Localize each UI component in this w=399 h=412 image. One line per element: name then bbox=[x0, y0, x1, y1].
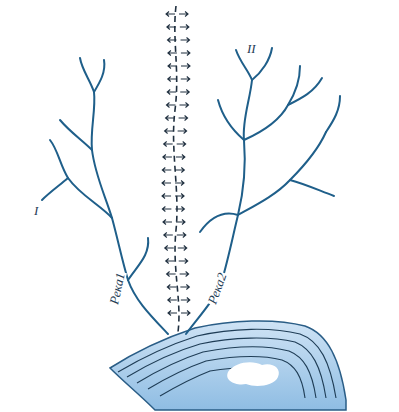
arrow-pair bbox=[162, 194, 184, 199]
arrow-pair bbox=[162, 181, 184, 186]
island bbox=[227, 362, 279, 386]
arrow-pair bbox=[166, 103, 188, 108]
arrow-pair bbox=[168, 51, 190, 56]
arrow-pair bbox=[168, 298, 190, 303]
arrow-pair bbox=[165, 129, 187, 134]
river-name: Река1 bbox=[107, 271, 127, 307]
river-name: Река2 bbox=[205, 270, 229, 306]
depth-contours bbox=[118, 329, 336, 398]
river-1 bbox=[42, 58, 168, 334]
arrow-pair bbox=[167, 272, 189, 277]
arrow-pair bbox=[163, 155, 185, 160]
roman-numeral: II bbox=[247, 42, 256, 55]
arrow-pair bbox=[168, 311, 190, 316]
roman-numeral: I bbox=[34, 204, 38, 217]
arrow-pair bbox=[167, 90, 189, 95]
watershed-line bbox=[174, 6, 179, 332]
arrow-pair bbox=[168, 38, 190, 43]
arrow-pair bbox=[167, 25, 189, 30]
arrow-pair bbox=[168, 77, 190, 82]
arrow-pair bbox=[168, 64, 190, 69]
lake bbox=[110, 321, 346, 410]
divergence-arrows bbox=[162, 12, 190, 316]
arrow-pair bbox=[166, 259, 188, 264]
river-2 bbox=[186, 48, 340, 334]
arrow-pair bbox=[166, 12, 188, 17]
arrow-pair bbox=[166, 116, 188, 121]
arrow-pair bbox=[162, 207, 184, 212]
arrow-pair bbox=[163, 220, 185, 225]
arrow-pair bbox=[162, 168, 184, 173]
arrow-pair bbox=[167, 285, 189, 290]
arrow-pair bbox=[164, 142, 186, 147]
arrow-pair bbox=[165, 246, 187, 251]
arrow-pair bbox=[164, 233, 186, 238]
